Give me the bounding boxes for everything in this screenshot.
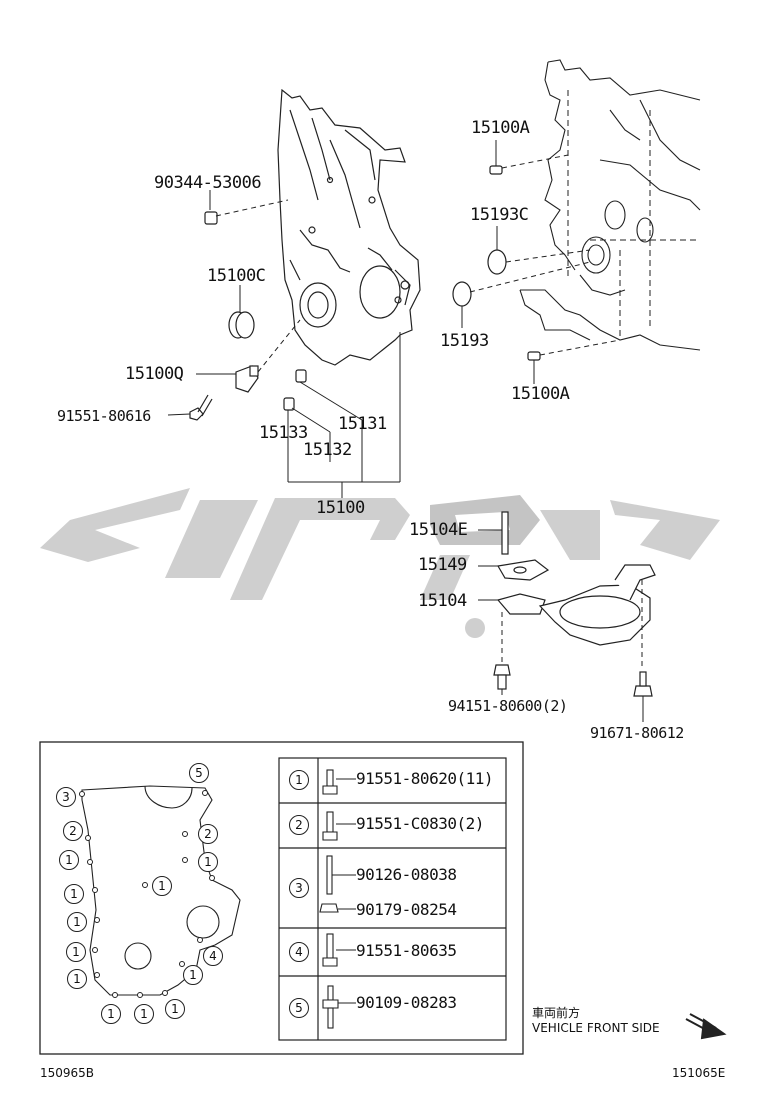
part-label-15100q: 15100Q xyxy=(125,364,184,384)
part-label-15193: 15193 xyxy=(440,331,489,351)
part-label-15100a-top: 15100A xyxy=(471,118,530,138)
table-leaders xyxy=(332,778,356,1004)
table-row-number: 2 xyxy=(289,815,309,835)
part-label-15104: 15104 xyxy=(418,591,467,611)
bolt-table-grid xyxy=(278,757,507,1041)
inset-marker: 1 xyxy=(67,912,87,932)
table-row-number: 3 xyxy=(289,878,309,898)
inset-marker: 1 xyxy=(198,852,218,872)
part-label-15100: 15100 xyxy=(316,498,365,518)
engine-block-dash xyxy=(567,90,700,340)
table-part-number: 90109-08283 xyxy=(356,993,457,1012)
table-part-number: 90179-08254 xyxy=(356,900,457,919)
table-part-number: 91551-80620(11) xyxy=(356,769,494,788)
part-label-15100c: 15100C xyxy=(207,266,266,286)
illustration-code-right: 151065E xyxy=(672,1066,726,1080)
part-label-15193c: 15193C xyxy=(470,205,529,225)
table-part-number: 91551-80635 xyxy=(356,941,457,960)
part-label-15132: 15132 xyxy=(303,440,352,460)
engine-block xyxy=(519,59,701,351)
part-label-94151-80600: 94151-80600(2) xyxy=(448,697,568,715)
inset-marker: 1 xyxy=(59,850,79,870)
vehicle-front-label-jp: 車両前方 xyxy=(532,1006,581,1020)
inset-cover-outline xyxy=(81,785,241,996)
part-label-15131: 15131 xyxy=(338,414,387,434)
illustration-code-left: 150965B xyxy=(40,1066,95,1080)
part-label-15100a-bottom: 15100A xyxy=(511,384,570,404)
timing-cover xyxy=(277,88,421,366)
part-label-90344-53006: 90344-53006 xyxy=(154,173,262,193)
part-label-15104e: 15104E xyxy=(409,520,468,540)
table-row-number: 1 xyxy=(289,770,309,790)
vehicle-front-arrow-icon xyxy=(685,1013,727,1040)
table-row-number: 4 xyxy=(289,942,309,962)
watermark-logo xyxy=(40,488,720,638)
part-label-15133: 15133 xyxy=(259,423,308,443)
inset-marker: 1 xyxy=(152,876,172,896)
inset-marker: 1 xyxy=(67,969,87,989)
inset-marker: 1 xyxy=(183,965,203,985)
inset-marker: 3 xyxy=(56,787,76,807)
small-parts xyxy=(189,165,656,697)
leader-lines xyxy=(167,140,644,722)
inset-marker: 1 xyxy=(101,1004,121,1024)
inset-marker: 5 xyxy=(189,763,209,783)
inset-marker: 1 xyxy=(64,884,84,904)
leader-dashes xyxy=(215,154,643,670)
inset-marker: 4 xyxy=(203,946,223,966)
inset-marker: 1 xyxy=(134,1004,154,1024)
inset-marker: 2 xyxy=(198,824,218,844)
table-part-number: 90126-08038 xyxy=(356,865,457,884)
inset-marker: 1 xyxy=(66,942,86,962)
table-row-number: 5 xyxy=(289,998,309,1018)
part-label-91671-80612: 91671-80612 xyxy=(590,724,684,742)
inset-bolt-dots xyxy=(79,790,215,998)
part-label-91551-80616: 91551-80616 xyxy=(57,407,151,425)
part-label-15149: 15149 xyxy=(418,555,467,575)
vehicle-front-label: VEHICLE FRONT SIDE xyxy=(532,1021,660,1035)
bolt-location-inset-frame xyxy=(39,741,524,1055)
table-part-number: 91551-C0830(2) xyxy=(356,814,484,833)
table-bolt-icons xyxy=(319,769,339,1029)
inset-marker: 2 xyxy=(63,821,83,841)
inset-marker: 1 xyxy=(165,999,185,1019)
